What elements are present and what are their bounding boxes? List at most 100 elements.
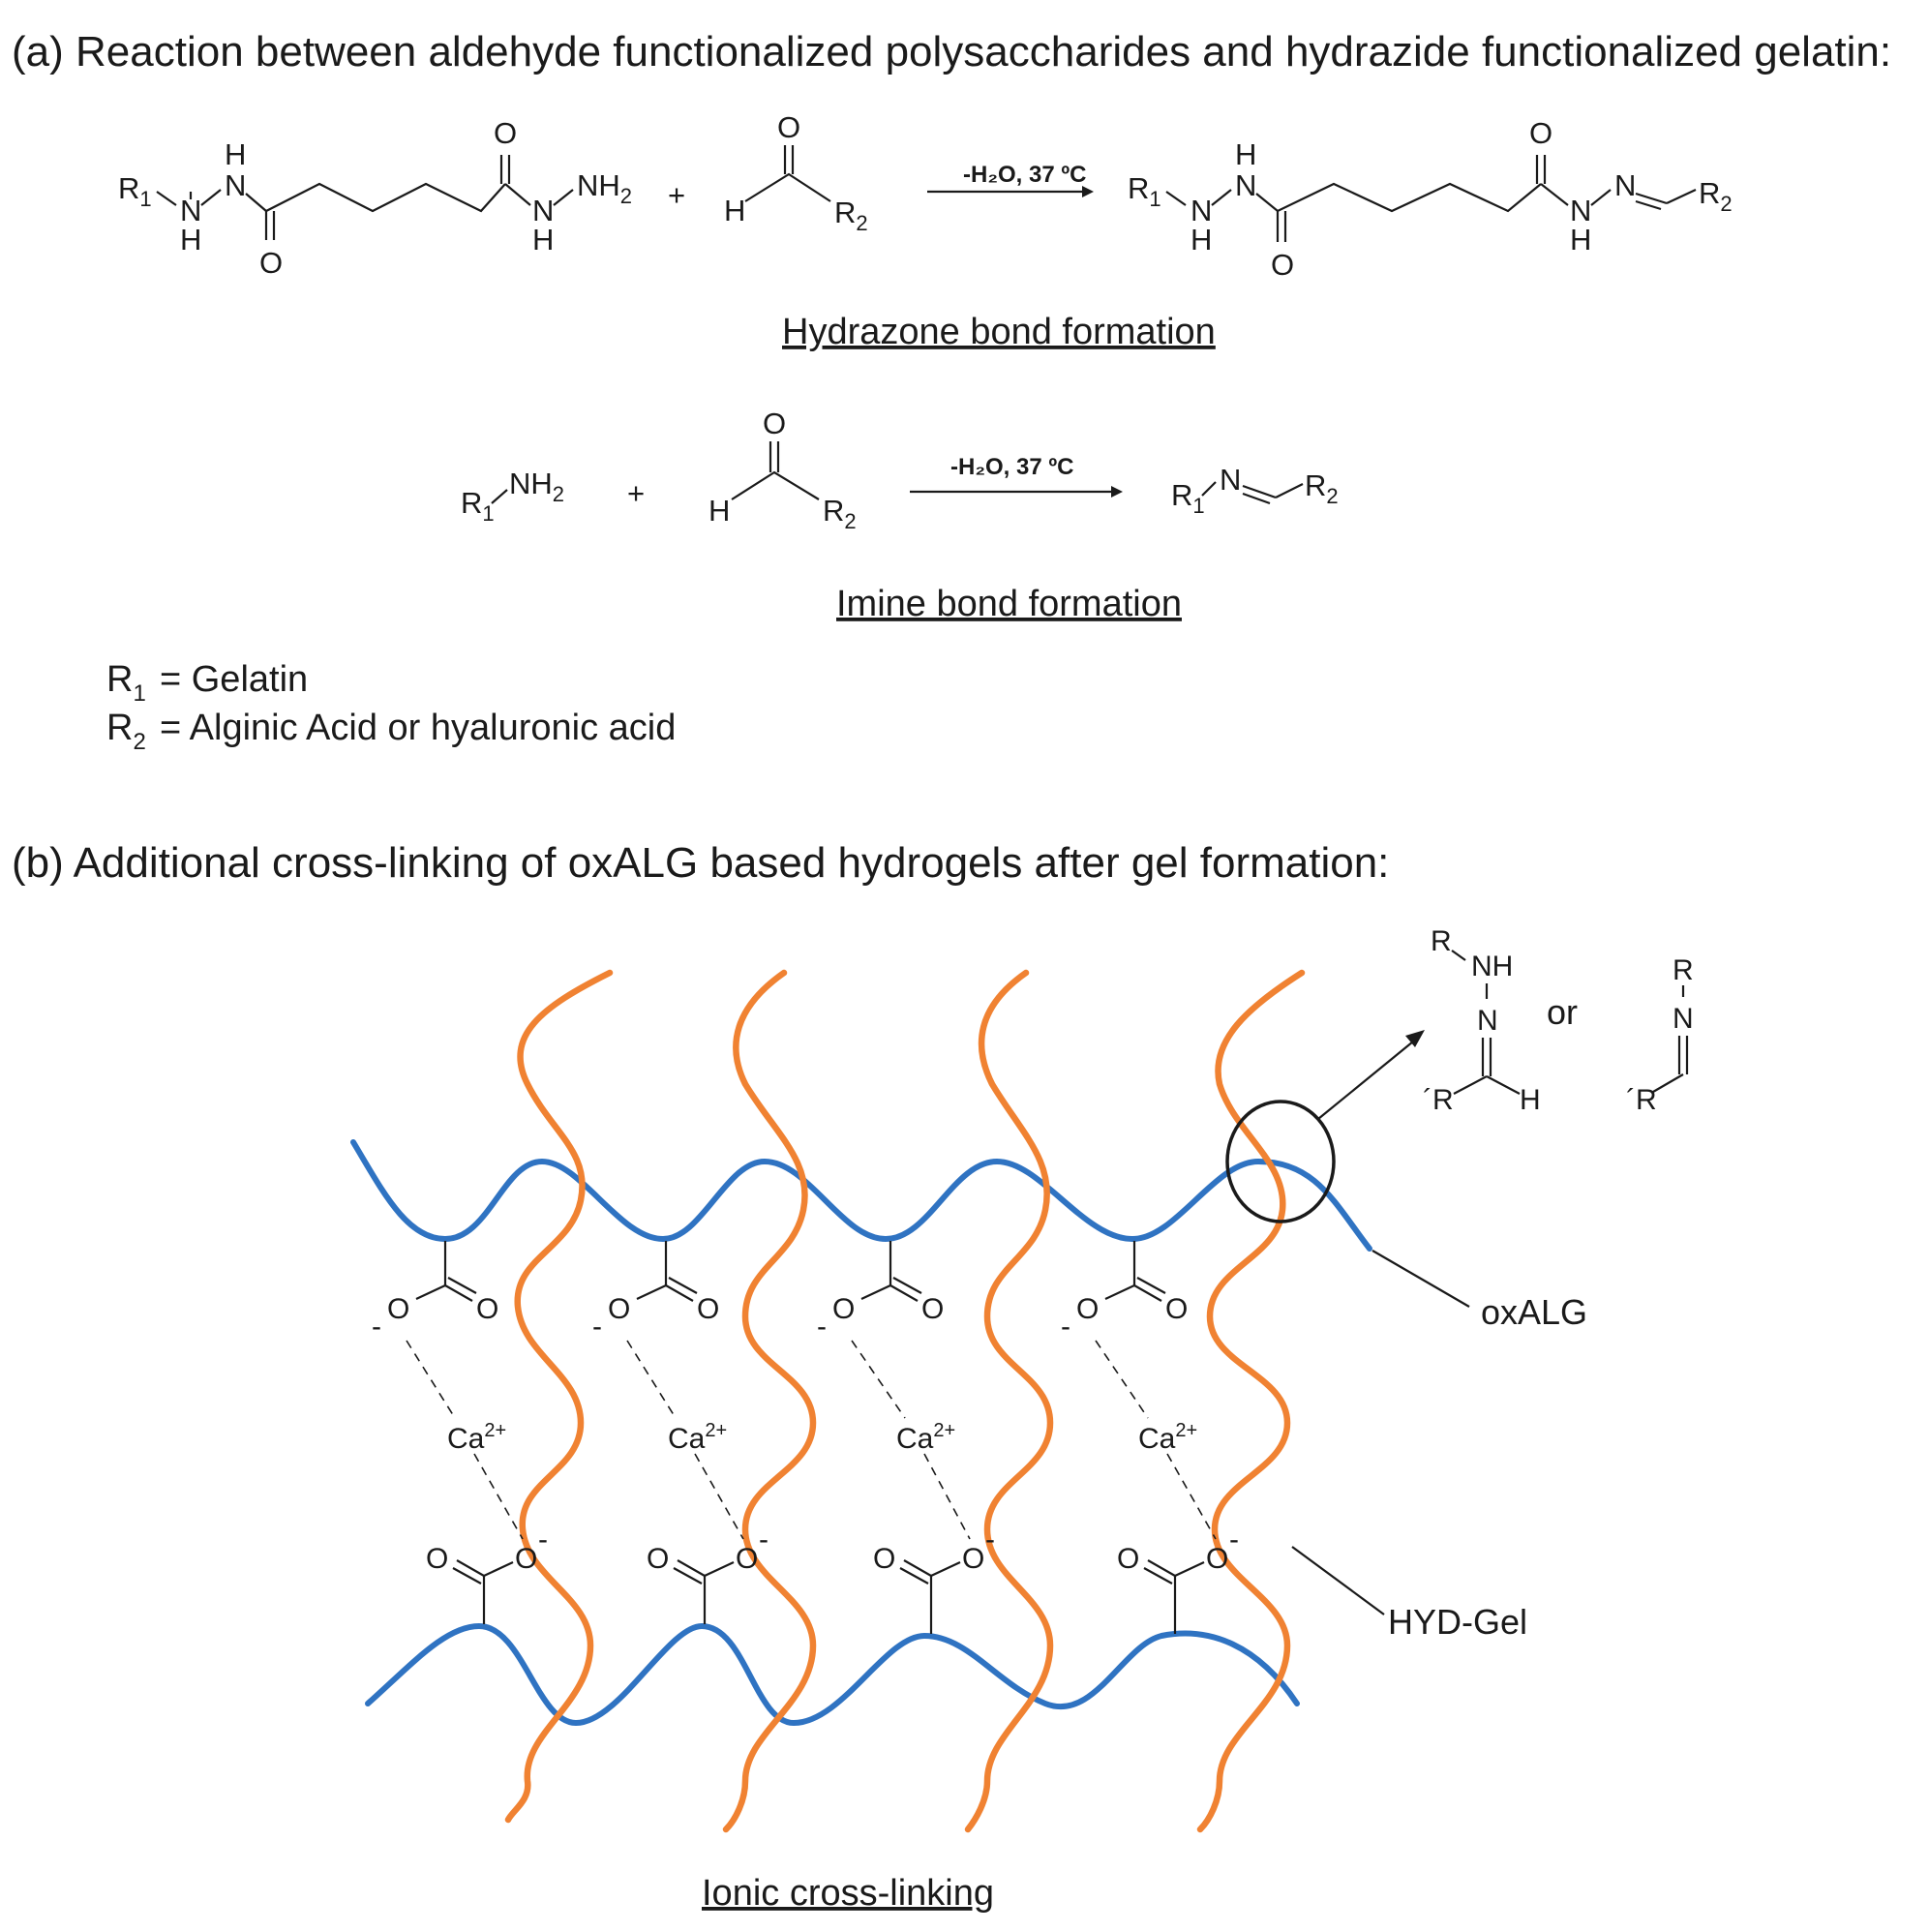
legend-r2: = Alginic Acid or hyaluronic acid — [160, 708, 676, 748]
amine-structure: R1 NH2 — [461, 467, 564, 526]
svg-text:N: N — [1614, 168, 1636, 202]
svg-text:O: O — [1165, 1293, 1188, 1325]
carboxylate-top-2: O- O — [592, 1241, 719, 1343]
svg-text:Ca2+: Ca2+ — [447, 1420, 506, 1455]
svg-text:N: N — [1673, 1003, 1694, 1035]
svg-text:´R: ´R — [1626, 1084, 1657, 1116]
svg-text:O: O — [873, 1543, 895, 1575]
svg-text:-: - — [759, 1524, 769, 1555]
calcium-ion-3: Ca2+ — [896, 1420, 955, 1455]
svg-text:R2: R2 — [823, 494, 857, 533]
hydrazone-product-structure: R1 N H N H O O N H N R2 — [1128, 116, 1733, 282]
svg-text:R2: R2 — [1699, 176, 1733, 216]
svg-text:O: O — [777, 110, 800, 144]
carboxylate-top-1: O- O — [372, 1241, 498, 1343]
svg-text:R1: R1 — [106, 659, 146, 707]
imine-linkage-structure: R N ´R — [1626, 954, 1694, 1116]
svg-text:O: O — [1271, 248, 1294, 282]
svg-text:O: O — [1076, 1293, 1099, 1325]
svg-text:NH2: NH2 — [577, 168, 632, 208]
svg-text:O: O — [1529, 116, 1552, 150]
svg-text:-: - — [985, 1524, 995, 1555]
svg-text:H: H — [180, 223, 201, 257]
svg-text:O: O — [962, 1543, 984, 1575]
svg-text:-: - — [592, 1311, 602, 1343]
svg-text:N: N — [180, 194, 201, 227]
hydrazone-condition: -H₂O, 37 ºC — [963, 162, 1086, 188]
oxalg-leader-line — [1371, 1250, 1470, 1308]
hydrazide-gelatin-structure: R1 N H N H O O N H NH2 — [118, 116, 632, 280]
hydgel-label: HYD-Gel — [1388, 1602, 1527, 1642]
svg-text:R: R — [1431, 925, 1452, 957]
svg-text:-: - — [1061, 1311, 1070, 1343]
carboxylate-bottom-3: O O- — [873, 1524, 995, 1634]
hydgel-leader-line — [1291, 1546, 1385, 1615]
svg-text:O: O — [1117, 1543, 1139, 1575]
svg-text:O: O — [426, 1543, 448, 1575]
svg-text:H: H — [1191, 223, 1212, 257]
svg-text:H: H — [225, 137, 246, 171]
panel-b-heading: (b) Additional cross-linking of oxALG ba… — [12, 839, 1389, 887]
panel-a-heading: (a) Reaction between aldehyde functional… — [12, 28, 1891, 75]
svg-text:N: N — [1191, 194, 1212, 227]
oxalg-label: oxALG — [1481, 1292, 1587, 1332]
carboxylate-bottom-2: O O- — [647, 1524, 769, 1624]
svg-text:O: O — [647, 1543, 669, 1575]
hydgel-chain-4 — [1196, 969, 1306, 1833]
svg-text:N: N — [225, 168, 246, 202]
svg-text:H: H — [532, 223, 554, 257]
carboxylate-top-4: O- O — [1061, 1241, 1188, 1343]
svg-text:O: O — [736, 1543, 758, 1575]
hydgel-chain-2 — [722, 969, 817, 1833]
r-group-legend: R1 = Gelatin R2 = Alginic Acid or hyalur… — [106, 659, 676, 755]
carboxylate-bottom-1: O O- — [426, 1524, 548, 1624]
or-connector: or — [1547, 992, 1578, 1032]
svg-text:O: O — [921, 1293, 944, 1325]
svg-text:O: O — [259, 246, 283, 280]
svg-text:-: - — [372, 1311, 381, 1343]
svg-text:R: R — [1673, 954, 1694, 986]
svg-text:O: O — [494, 116, 517, 150]
svg-text:N: N — [1477, 1005, 1498, 1037]
hydrazone-linkage-structure: R NH N ´R H — [1423, 925, 1541, 1116]
oxalg-chain-top — [350, 1139, 1372, 1252]
ionic-caption: Ionic cross-linking — [702, 1873, 994, 1914]
imine-caption: Imine bond formation — [836, 584, 1182, 624]
hydrazone-caption: Hydrazone bond formation — [782, 312, 1216, 352]
svg-text:Ca2+: Ca2+ — [1138, 1420, 1197, 1455]
aldehyde-structure-2: H O R2 — [708, 407, 857, 533]
legend-r1: = Gelatin — [160, 659, 308, 700]
svg-text:O: O — [387, 1293, 409, 1325]
svg-text:R1: R1 — [1171, 478, 1205, 518]
svg-text:O: O — [515, 1543, 537, 1575]
svg-text:-: - — [817, 1311, 827, 1343]
svg-text:H: H — [724, 194, 745, 227]
svg-text:O: O — [697, 1293, 719, 1325]
svg-text:H: H — [1235, 137, 1256, 171]
svg-text:H: H — [1570, 223, 1591, 257]
carboxylate-bottom-4: O O- — [1117, 1524, 1239, 1634]
aldehyde-structure: H O R2 — [724, 110, 868, 235]
svg-text:O: O — [608, 1293, 630, 1325]
svg-text:Ca2+: Ca2+ — [668, 1420, 727, 1455]
svg-text:R2: R2 — [834, 196, 868, 235]
plus-sign-2: + — [627, 476, 645, 510]
svg-text:NH: NH — [1471, 951, 1513, 982]
svg-text:´R: ´R — [1423, 1084, 1454, 1116]
svg-text:O: O — [763, 407, 786, 440]
ionic-interactions — [406, 1340, 1217, 1540]
svg-text:NH2: NH2 — [509, 467, 564, 506]
svg-text:-: - — [538, 1524, 548, 1555]
svg-text:N: N — [1235, 168, 1256, 202]
callout-arrow — [1317, 1041, 1414, 1120]
svg-text:N: N — [532, 194, 554, 227]
svg-text:-: - — [1229, 1524, 1239, 1555]
calcium-ion-1: Ca2+ — [447, 1420, 506, 1455]
imine-condition: -H₂O, 37 ºC — [950, 454, 1073, 480]
svg-text:H: H — [708, 494, 730, 528]
svg-text:R2: R2 — [106, 708, 146, 755]
svg-text:R2: R2 — [1305, 468, 1339, 508]
oxalg-chain-bottom — [365, 1622, 1300, 1727]
svg-text:R1: R1 — [118, 171, 152, 211]
